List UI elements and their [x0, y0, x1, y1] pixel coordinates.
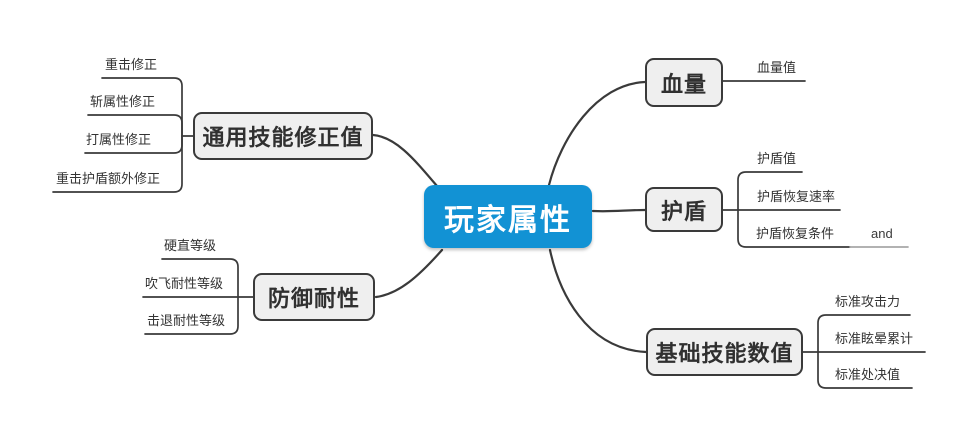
connector-shield-regen-condition [737, 209, 851, 248]
child-topic-launch-resistance-level[interactable]: 吹飞耐性等级 [145, 276, 224, 291]
connector-center-to-common-skill-modifiers [371, 133, 439, 188]
branch-topic-shield[interactable]: 护盾 [645, 187, 723, 232]
center-topic-player-attributes[interactable]: 玩家属性 [424, 185, 592, 248]
connector-slash-attribute-modifier [87, 114, 183, 137]
connector-center-to-health [547, 80, 647, 187]
child-topic-knockback-resistance-level[interactable]: 击退耐性等级 [147, 313, 226, 328]
child-topic-standard-stun-accumulation[interactable]: 标准眩晕累计 [835, 331, 914, 346]
connector-heavy-attack-modifier [101, 77, 194, 137]
branch-topic-common-skill-modifiers[interactable]: 通用技能修正值 [193, 112, 373, 160]
connector-center-to-base-skill-values [548, 248, 648, 354]
connector-shield-value [737, 171, 803, 211]
branch-topic-health[interactable]: 血量 [645, 58, 723, 107]
child-topic-blunt-attribute-modifier[interactable]: 打属性修正 [86, 132, 152, 147]
connector-center-to-shield [591, 208, 647, 213]
connector-standard-attack-power [817, 314, 911, 353]
connector-knockback-resistance-level [144, 296, 239, 335]
child-topic-heavy-attack-modifier[interactable]: 重击修正 [105, 57, 158, 72]
child-topic-shield-value[interactable]: 护盾值 [757, 151, 797, 166]
connector-heavy-attack-shield-extra-modifier [52, 135, 183, 193]
child-topic-health-value[interactable]: 血量值 [757, 60, 797, 75]
child-topic-heavy-attack-shield-extra-modifier[interactable]: 重击护盾额外修正 [56, 171, 161, 186]
child-topic-standard-execution-value[interactable]: 标准处决值 [835, 367, 901, 382]
label-and-annotation[interactable]: and [871, 226, 893, 241]
branch-topic-base-skill-values[interactable]: 基础技能数值 [646, 328, 803, 376]
connector-stagger-level [161, 258, 239, 298]
child-topic-standard-attack-power[interactable]: 标准攻击力 [835, 294, 901, 309]
connector-center-to-defense-resistance [374, 248, 444, 299]
branch-topic-defense-resistance[interactable]: 防御耐性 [253, 273, 375, 321]
child-topic-slash-attribute-modifier[interactable]: 斩属性修正 [90, 94, 156, 109]
connector-standard-execution-value [817, 351, 913, 389]
child-topic-shield-regen-rate[interactable]: 护盾恢复速率 [757, 189, 836, 204]
child-topic-stagger-level[interactable]: 硬直等级 [164, 238, 217, 253]
child-topic-shield-regen-condition[interactable]: 护盾恢复条件 [756, 226, 835, 241]
